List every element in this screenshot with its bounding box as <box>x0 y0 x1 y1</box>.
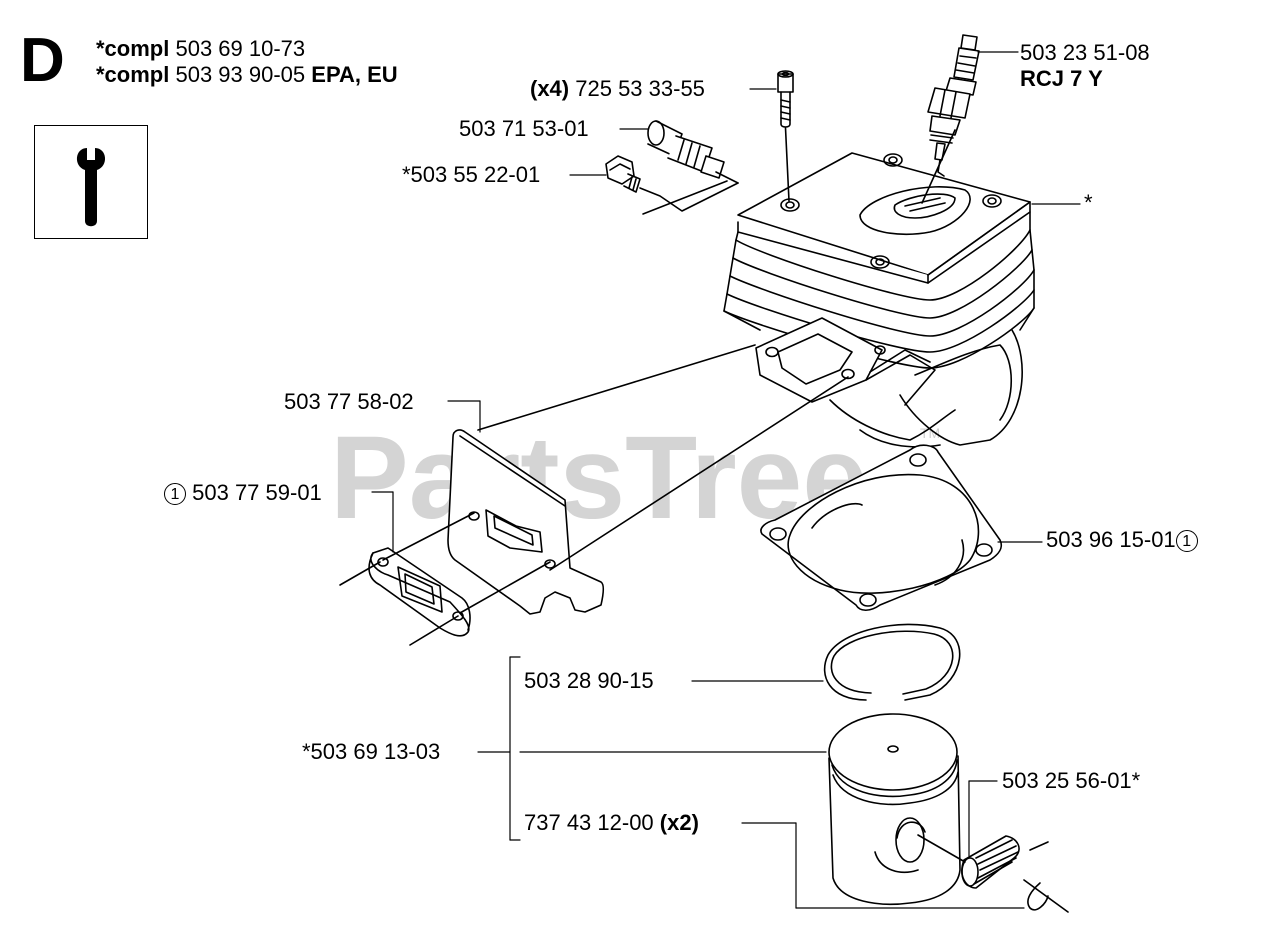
callout-intake-flange[interactable]: 503 77 58-02 <box>284 389 414 414</box>
callout-piston-kit[interactable]: *503 69 13-03 <box>302 739 441 764</box>
leader-lines <box>371 51 1081 909</box>
header-line-1: *compl 503 69 10-73 <box>96 37 305 61</box>
header-region-label: EPA, EU <box>311 62 398 87</box>
tool-icon-box <box>34 125 148 239</box>
header-part-number: 503 69 10-73 <box>175 36 306 61</box>
wrench-icon <box>76 148 106 227</box>
piston-ring-drawing <box>823 623 961 701</box>
callout-needle-bearing[interactable]: 503 25 56-01* <box>1002 768 1141 793</box>
callout-intake-gasket[interactable]: 1 503 77 59-01 <box>164 480 322 506</box>
callout-cylinder[interactable]: * <box>1084 190 1093 215</box>
needle-bearing-drawing <box>917 834 1049 889</box>
cylinder-screw-drawing <box>777 70 794 202</box>
callout-plug[interactable]: *503 55 22-01 <box>402 162 541 187</box>
watermark-tm: TM <box>920 425 940 441</box>
header-line-2: *compl 503 93 90-05 EPA, EU <box>96 63 398 87</box>
callout-decompression-valve[interactable]: 503 71 53-01 <box>459 116 589 141</box>
callout-quantity: (x4) <box>530 76 570 101</box>
callout-part-number: 725 53 33-55 <box>575 76 705 101</box>
callout-spark-plug[interactable]: 503 23 51-08 <box>1020 40 1150 65</box>
section-letter: D <box>20 26 65 95</box>
plug-drawing <box>605 155 739 212</box>
reference-circle: 1 <box>164 483 186 506</box>
header-part-number: 503 93 90-05 <box>175 62 306 87</box>
callout-piston-ring[interactable]: 503 28 90-15 <box>524 668 654 693</box>
callout-part-number: 503 77 59-01 <box>192 480 322 505</box>
intake-flange-drawing <box>447 344 849 615</box>
base-gasket-drawing <box>760 444 1003 612</box>
callout-part-number: 503 96 15-01 <box>1046 527 1176 552</box>
header-compl-label: *compl <box>96 36 170 61</box>
callout-spark-plug-type: RCJ 7 Y <box>1020 66 1103 91</box>
callout-quantity: (x2) <box>659 810 699 835</box>
piston-drawing <box>828 713 961 906</box>
header-compl-label: *compl <box>96 62 170 87</box>
callout-circlip[interactable]: 737 43 12-00 (x2) <box>524 811 699 835</box>
callout-part-number: 737 43 12-00 <box>524 810 654 835</box>
cylinder-drawing <box>723 152 1035 448</box>
reference-circle: 1 <box>1175 530 1198 553</box>
spark-plug-drawing <box>921 34 980 204</box>
callout-screw[interactable]: (x4) 725 53 33-55 <box>530 77 705 101</box>
intake-gasket-drawing <box>339 512 551 646</box>
decompression-valve-drawing <box>642 120 739 215</box>
circlip-drawing <box>1023 879 1069 913</box>
